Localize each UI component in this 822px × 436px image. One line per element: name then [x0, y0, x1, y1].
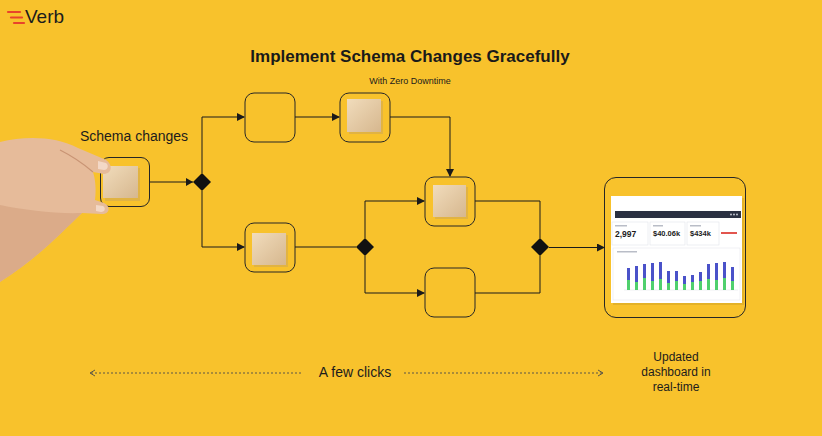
wooden-cubes — [103, 99, 468, 267]
decision-diamonds — [193, 173, 549, 256]
chart-bar — [699, 272, 702, 281]
chart-bar — [691, 275, 694, 282]
chart-bar — [683, 276, 686, 284]
chart-bar — [643, 278, 646, 290]
chart-bar — [707, 264, 710, 279]
process-boxes — [245, 93, 475, 317]
chart-bar — [715, 263, 718, 280]
diagram-title: Implement Schema Changes Gracefully — [140, 47, 680, 67]
annotation: A few clicks — [305, 364, 405, 380]
chart-bar — [683, 284, 686, 290]
chart-bar — [659, 262, 662, 279]
chart-bar — [675, 271, 678, 281]
chart-bar — [627, 280, 630, 290]
chart-bar — [715, 280, 718, 290]
chart-bar — [707, 279, 710, 290]
logo-mark — [8, 12, 24, 23]
chart-bar — [667, 271, 670, 283]
chart-bar — [731, 267, 734, 281]
chart-bar — [627, 268, 630, 280]
chart-bar — [651, 281, 654, 290]
chart-bar — [635, 266, 638, 282]
chart-bar — [667, 283, 670, 290]
subtitle: With Zero Downtime — [310, 76, 510, 86]
dashboard-box: Updated dashboard in real-time2,997$40.0… — [604, 177, 746, 318]
node-heading: Schema changes — [79, 128, 189, 144]
chart-bar — [699, 281, 702, 290]
chart-bar — [659, 279, 662, 290]
flow-connector — [150, 182, 604, 248]
chart-bar — [731, 281, 734, 290]
chart-bar — [723, 262, 726, 278]
chart-bar — [651, 263, 654, 281]
metric-value: $434k — [690, 229, 722, 238]
flow-lines — [202, 117, 540, 293]
chart-bar — [723, 278, 726, 290]
chart-bar — [635, 282, 638, 290]
dashboard-screenshot — [611, 196, 744, 305]
logo-text: Verb — [25, 6, 105, 28]
metric-value: 2,997 — [615, 229, 651, 239]
metric-value: $40.06k — [653, 229, 689, 238]
chart-bar — [675, 281, 678, 290]
chart-bar — [643, 264, 646, 278]
chart-bar — [691, 282, 694, 290]
node-heading: Updated dashboard in real-time — [635, 350, 717, 395]
